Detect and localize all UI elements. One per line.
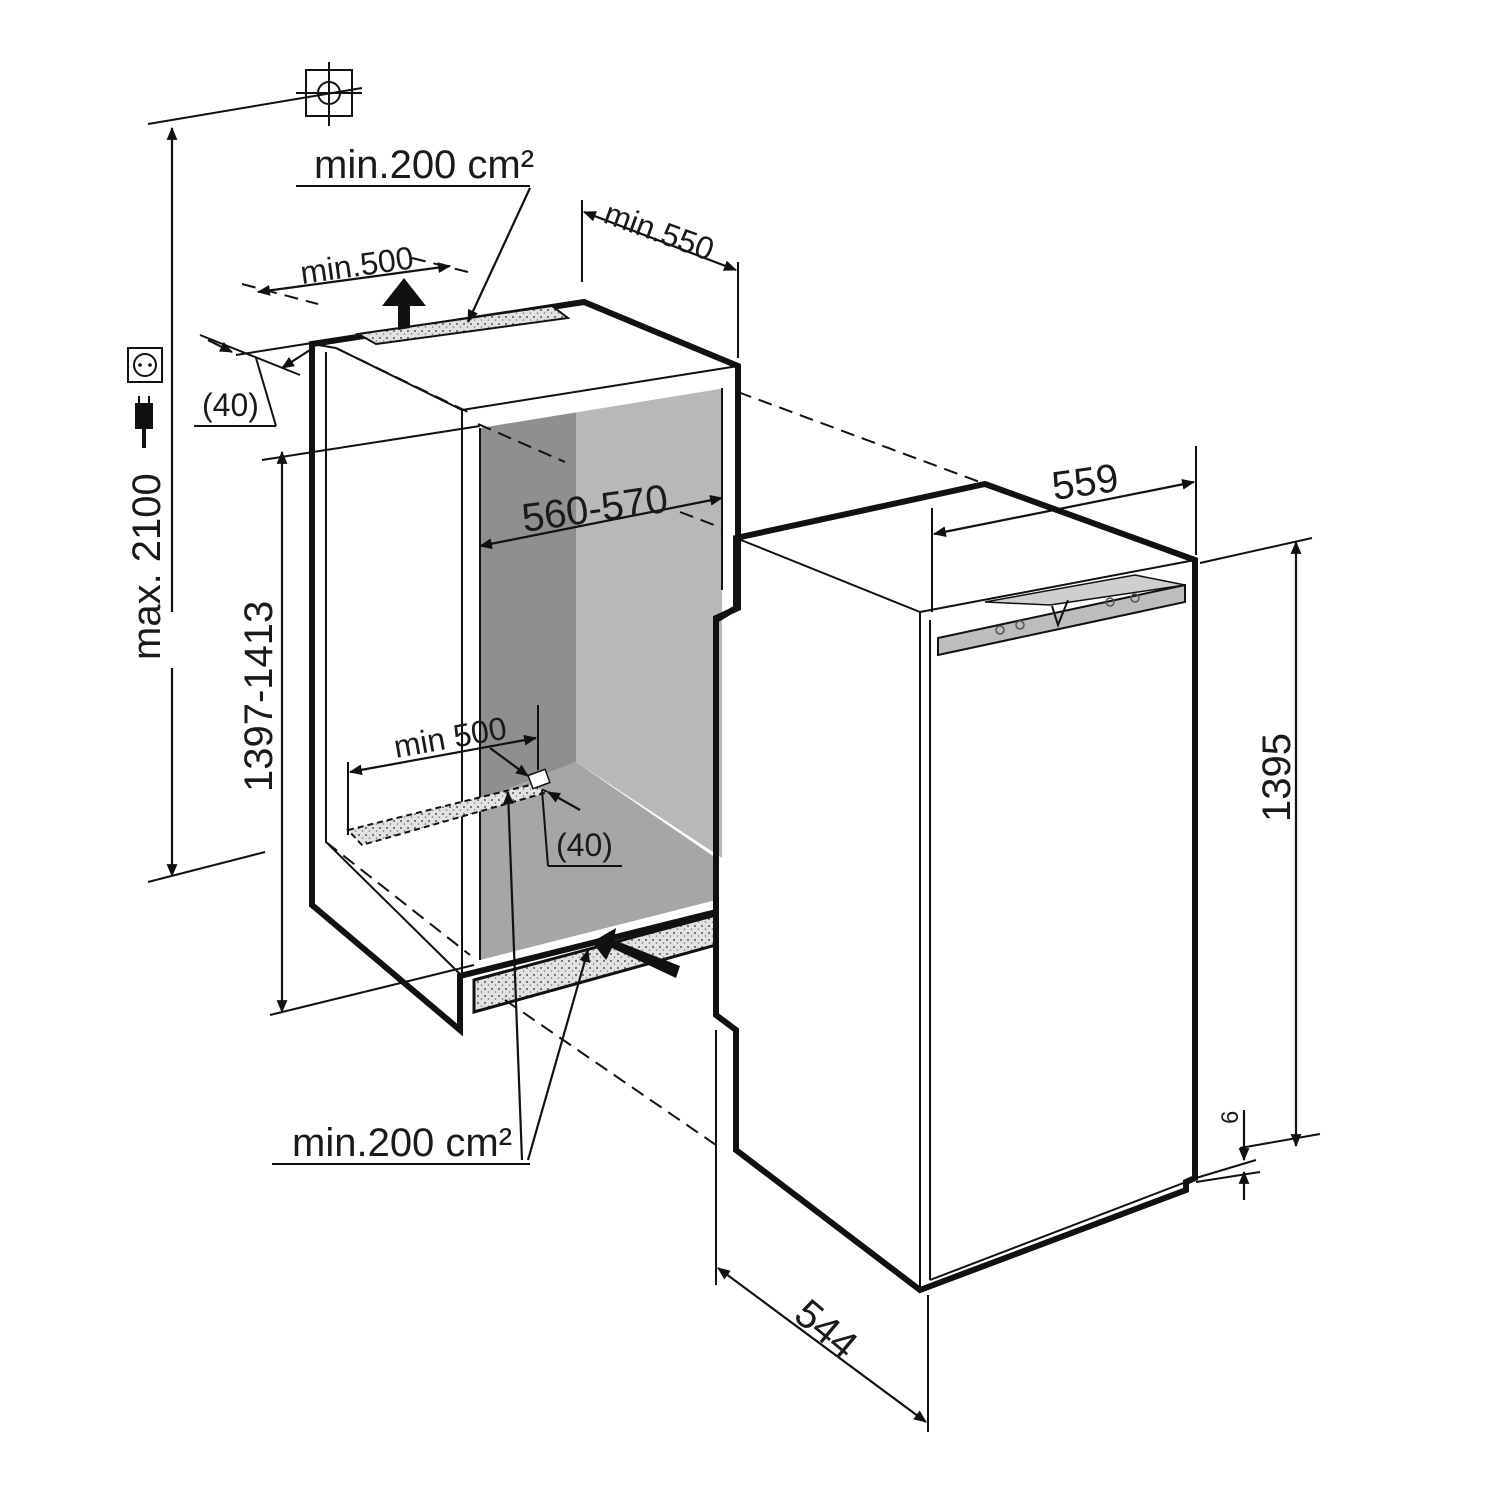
niche-front-strip [462, 368, 738, 428]
niche-floor [480, 762, 716, 960]
niche-height-label: 1397-1413 [237, 601, 281, 792]
appliance [713, 480, 1198, 1294]
top-vent-grille [354, 304, 571, 346]
plinth-gap-label: 6 [1217, 1111, 1244, 1124]
airflow-out-arrow-icon [382, 278, 426, 330]
niche-depth-label: min.550 [600, 195, 719, 268]
airflow-in-arrow-icon [592, 928, 680, 978]
door-top-trim-rear [984, 574, 1186, 606]
door-top-trim [937, 583, 1186, 657]
appliance-height-label: 1395 [1255, 733, 1299, 822]
appliance-depth-label: 544 [786, 1291, 865, 1368]
top-vent-width-label: min.500 [298, 239, 416, 290]
rear-gap-top-label: (40) [202, 387, 259, 423]
appliance-width-label: 559 [1049, 456, 1121, 509]
niche-height-total-label: max. 2100 [125, 473, 169, 660]
niche [309, 278, 741, 1037]
bottom-vent-area-label: min.200 cm² [292, 1121, 512, 1165]
rear-gap-bottom-label: (40) [556, 827, 613, 863]
power-socket-icon [127, 347, 163, 383]
bottom-inner-vent [346, 783, 552, 847]
top-vent-area-label: min.200 cm² [314, 143, 534, 187]
power-plug-icon [135, 396, 153, 448]
niche-opening [461, 365, 739, 976]
